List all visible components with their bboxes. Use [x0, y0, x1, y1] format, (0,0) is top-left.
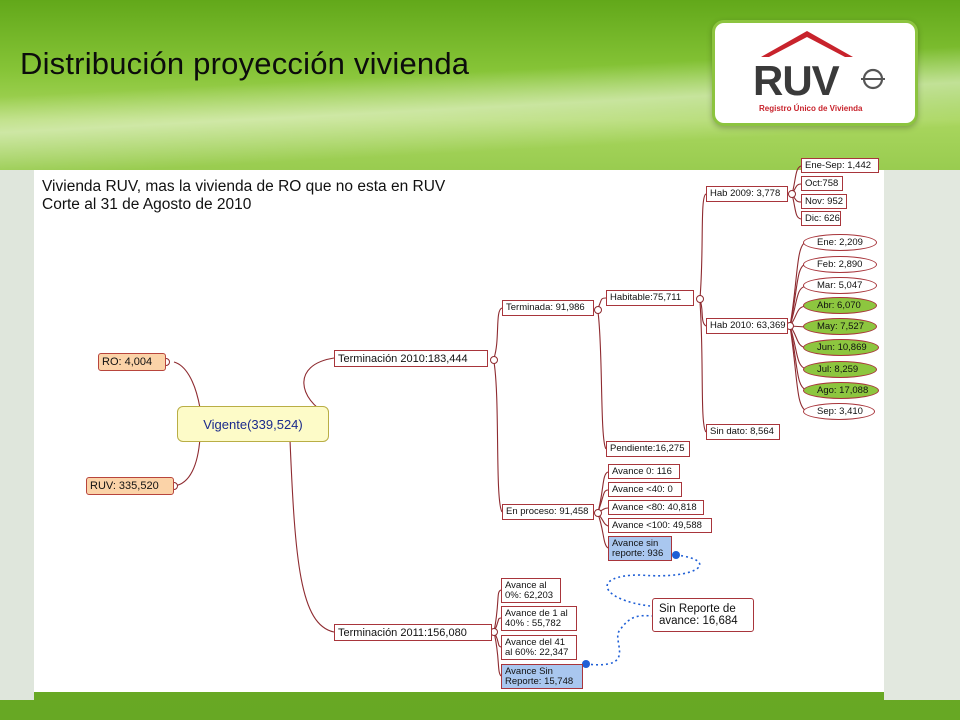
header-line-1: Vivienda RUV, mas la vivienda de RO que … — [42, 178, 446, 195]
header-line-2: Corte al 31 de Agosto de 2010 — [42, 196, 252, 213]
node-avance-41-60[interactable]: Avance del 41 al 60%: 22,347 — [501, 635, 577, 660]
node-avance-100[interactable]: Avance <100: 49,588 — [608, 518, 712, 533]
node-ruv[interactable]: RUV: 335,520 — [86, 477, 174, 495]
node-hab2010-abr[interactable]: Abr: 6,070 — [803, 297, 877, 314]
house-roof-icon — [761, 31, 885, 90]
node-hab2010-sep[interactable]: Sep: 3,410 — [803, 403, 875, 420]
node-avance-1-40[interactable]: Avance de 1 al 40% : 55,782 — [501, 606, 577, 631]
ruv-logo: RUV Registro Único de Vivienda — [712, 20, 918, 126]
node-sin-dato[interactable]: Sin dato: 8,564 — [706, 424, 780, 440]
node-hab2010-jul[interactable]: Jul: 8,259 — [803, 361, 877, 378]
node-avance-sin-reporte[interactable]: Avance sin reporte: 936 — [608, 536, 672, 561]
node-ro[interactable]: RO: 4,004 — [98, 353, 166, 371]
node-terminacion-2011[interactable]: Terminación 2011:156,080 — [334, 624, 492, 641]
left-margin — [0, 170, 34, 700]
logo-subtitle: Registro Único de Vivienda — [759, 104, 863, 113]
logo-word: RUV — [753, 57, 840, 104]
slide-title: Distribución proyección vivienda — [20, 46, 470, 81]
node-terminada[interactable]: Terminada: 91,986 — [502, 300, 594, 316]
node-hab2009-ene-sep[interactable]: Ene-Sep: 1,442 — [801, 158, 879, 173]
node-avance-80[interactable]: Avance <80: 40,818 — [608, 500, 704, 515]
node-habitable[interactable]: Habitable:75,711 — [606, 290, 694, 306]
node-sin-reporte-total[interactable]: Sin Reporte de avance: 16,684 — [652, 598, 754, 632]
node-hab-2009[interactable]: Hab 2009: 3,778 — [706, 186, 788, 202]
node-hab-2010[interactable]: Hab 2010: 63,369 — [706, 318, 788, 334]
node-hab2010-mar[interactable]: Mar: 5,047 — [803, 277, 877, 294]
node-en-proceso[interactable]: En proceso: 91,458 — [502, 504, 594, 520]
root-node[interactable]: Vigente(339,524) — [177, 406, 329, 442]
node-hab2009-oct[interactable]: Oct:758 — [801, 176, 843, 191]
node-hab2010-ago[interactable]: Ago: 17,088 — [803, 382, 879, 399]
node-terminacion-2010[interactable]: Terminación 2010:183,444 — [334, 350, 488, 367]
node-avance-al-0[interactable]: Avance al 0%: 62,203 — [501, 578, 561, 603]
node-avance-40[interactable]: Avance <40: 0 — [608, 482, 682, 497]
node-hab2009-dic[interactable]: Dic: 626 — [801, 211, 841, 226]
node-hab2010-may[interactable]: May: 7,527 — [803, 318, 877, 335]
node-hab2009-nov[interactable]: Nov: 952 — [801, 194, 847, 209]
node-avance-0[interactable]: Avance 0: 116 — [608, 464, 680, 479]
node-pendiente[interactable]: Pendiente:16,275 — [606, 441, 690, 457]
right-margin — [884, 170, 960, 700]
node-hab2010-feb[interactable]: Feb: 2,890 — [803, 256, 877, 273]
node-hab2010-ene[interactable]: Ene: 2,209 — [803, 234, 877, 251]
node-hab2010-jun[interactable]: Jun: 10,869 — [803, 339, 879, 356]
node-avance-sin-reporte-2011[interactable]: Avance Sin Reporte: 15,748 — [501, 664, 583, 689]
